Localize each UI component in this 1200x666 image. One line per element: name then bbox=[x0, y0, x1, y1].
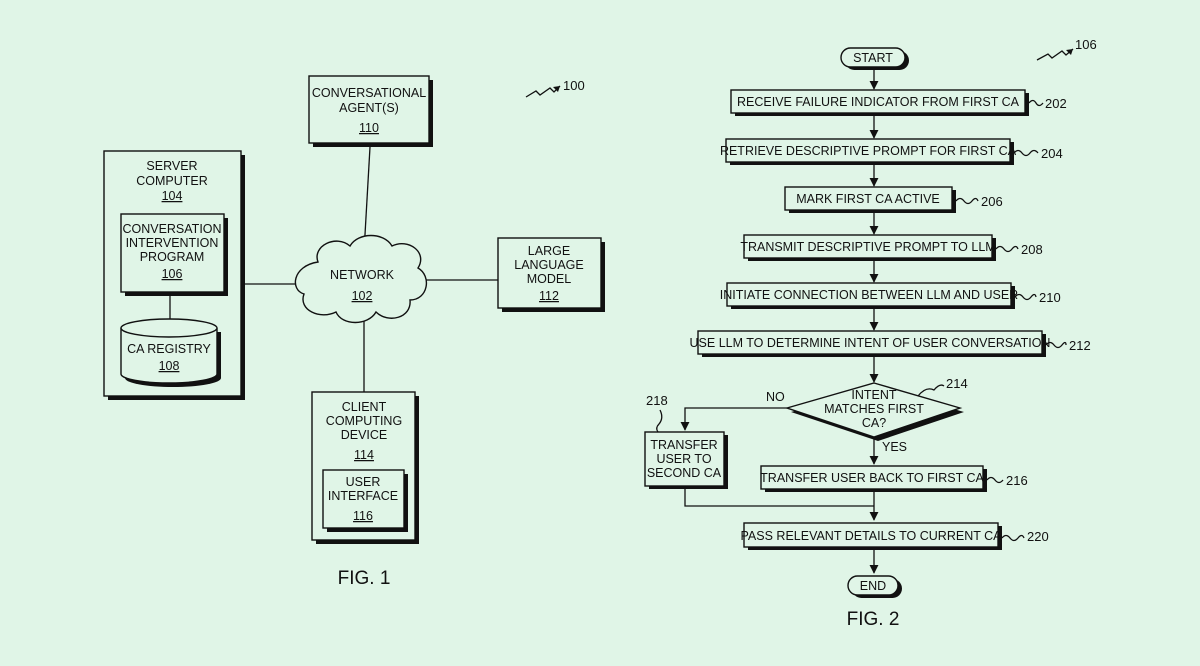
fig2-flowchart: 106 START RECEIVE FAILURE INDICATOR FROM… bbox=[644, 37, 1097, 630]
decision-214: INTENT MATCHES FIRST CA? 214 NO YES bbox=[766, 376, 968, 454]
link-network-agents bbox=[363, 146, 371, 253]
ref-squiggle-106 bbox=[1036, 48, 1074, 61]
ui-number: 116 bbox=[353, 509, 373, 523]
registry-number: 108 bbox=[159, 359, 180, 373]
ref-number-100: 100 bbox=[563, 78, 585, 93]
step-218-number: 218 bbox=[646, 393, 668, 408]
decision-label-2: MATCHES FIRST bbox=[824, 402, 924, 416]
step-216-text: TRANSFER USER BACK TO FIRST CA bbox=[760, 471, 984, 485]
step-208-text: TRANSMIT DESCRIPTIVE PROMPT TO LLM bbox=[740, 240, 995, 254]
fig1-diagram: 100 CONVERSATIONAL AGENT(S) 110 SERVER C… bbox=[103, 75, 605, 589]
step-210-text: INITIATE CONNECTION BETWEEN LLM AND USER bbox=[720, 288, 1018, 302]
network-cloud: NETWORK 102 bbox=[294, 234, 428, 324]
start-terminal: START bbox=[840, 47, 909, 70]
decision-number: 214 bbox=[946, 376, 968, 391]
server-computer-box: SERVER COMPUTER 104 CONVERSATION INTERVE… bbox=[103, 150, 245, 400]
llm-box: LARGE LANGUAGE MODEL 112 bbox=[497, 237, 605, 312]
step-220-text: PASS RELEVANT DETAILS TO CURRENT CA bbox=[741, 529, 1003, 543]
client-label-2: COMPUTING bbox=[326, 414, 402, 428]
step-212-text: USE LLM TO DETERMINE INTENT OF USER CONV… bbox=[690, 336, 1051, 350]
network-number: 102 bbox=[352, 289, 373, 303]
registry-label: CA REGISTRY bbox=[127, 342, 211, 356]
step-220-number: 220 bbox=[1027, 529, 1049, 544]
program-number: 106 bbox=[162, 267, 183, 281]
step-204-number: 204 bbox=[1041, 146, 1063, 161]
ca-registry-cylinder: CA REGISTRY 108 bbox=[120, 318, 221, 387]
client-label-3: DEVICE bbox=[341, 428, 388, 442]
decision-no-label: NO bbox=[766, 390, 785, 404]
fig1-caption: FIG. 1 bbox=[338, 568, 391, 589]
step-206-text: MARK FIRST CA ACTIVE bbox=[796, 192, 940, 206]
ui-label-2: INTERFACE bbox=[328, 489, 398, 503]
step-212-box: USE LLM TO DETERMINE INTENT OF USER CONV… bbox=[690, 330, 1091, 357]
step-202-number: 202 bbox=[1045, 96, 1067, 111]
agents-label-1: CONVERSATIONAL bbox=[312, 86, 426, 100]
step-204-text: RETRIEVE DESCRIPTIVE PROMPT FOR FIRST CA bbox=[720, 144, 1017, 158]
step-204-box: RETRIEVE DESCRIPTIVE PROMPT FOR FIRST CA… bbox=[720, 138, 1063, 165]
step-218-label-3: SECOND CA bbox=[647, 466, 722, 480]
decision-label-1: INTENT bbox=[851, 388, 897, 402]
agents-number: 110 bbox=[359, 121, 379, 135]
step-206-box: MARK FIRST CA ACTIVE 206 bbox=[784, 186, 1003, 213]
step-218-box: TRANSFER USER TO SECOND CA 218 bbox=[644, 393, 728, 489]
step-202-text: RECEIVE FAILURE INDICATOR FROM FIRST CA bbox=[737, 95, 1020, 109]
start-label: START bbox=[853, 51, 893, 65]
program-label-2: INTERVENTION bbox=[126, 236, 219, 250]
server-number: 104 bbox=[162, 189, 183, 203]
decision-yes-label: YES bbox=[882, 440, 907, 454]
step-208-number: 208 bbox=[1021, 242, 1043, 257]
network-label: NETWORK bbox=[330, 268, 395, 282]
server-label-1: SERVER bbox=[146, 159, 197, 173]
llm-label-3: MODEL bbox=[527, 272, 572, 286]
client-number: 114 bbox=[354, 448, 374, 462]
step-206-number: 206 bbox=[981, 194, 1003, 209]
user-interface-box: USER INTERFACE 116 bbox=[322, 469, 408, 532]
ref-number-106: 106 bbox=[1075, 37, 1097, 52]
ref-squiggle-100 bbox=[525, 85, 561, 98]
ui-label-1: USER bbox=[346, 475, 381, 489]
conversational-agents-box: CONVERSATIONAL AGENT(S) 110 bbox=[308, 75, 433, 147]
step-220-box: PASS RELEVANT DETAILS TO CURRENT CA 220 bbox=[741, 522, 1049, 550]
llm-label-1: LARGE bbox=[528, 244, 570, 258]
intervention-program-box: CONVERSATION INTERVENTION PROGRAM 106 bbox=[120, 213, 228, 296]
end-terminal: END bbox=[847, 575, 902, 598]
step-210-number: 210 bbox=[1039, 290, 1061, 305]
program-label-1: CONVERSATION bbox=[122, 222, 221, 236]
step-208-box: TRANSMIT DESCRIPTIVE PROMPT TO LLM 208 bbox=[740, 234, 1043, 261]
client-label-1: CLIENT bbox=[342, 400, 387, 414]
step-216-number: 216 bbox=[1006, 473, 1028, 488]
step-216-box: TRANSFER USER BACK TO FIRST CA 216 bbox=[760, 465, 1028, 492]
line-218-merge bbox=[684, 488, 874, 507]
step-218-label-2: USER TO bbox=[656, 452, 711, 466]
llm-number: 112 bbox=[539, 289, 559, 303]
server-label-2: COMPUTER bbox=[136, 174, 208, 188]
decision-label-3: CA? bbox=[862, 416, 886, 430]
step-202-box: RECEIVE FAILURE INDICATOR FROM FIRST CA … bbox=[730, 89, 1067, 116]
step-218-label-1: TRANSFER bbox=[650, 438, 717, 452]
step-212-number: 212 bbox=[1069, 338, 1091, 353]
agents-label-2: AGENT(S) bbox=[339, 101, 399, 115]
client-device-box: CLIENT COMPUTING DEVICE 114 USER INTERFA… bbox=[311, 391, 419, 544]
fig2-caption: FIG. 2 bbox=[847, 609, 900, 630]
llm-label-2: LANGUAGE bbox=[514, 258, 583, 272]
program-label-3: PROGRAM bbox=[140, 250, 205, 264]
end-label: END bbox=[860, 579, 886, 593]
arrow-no-218 bbox=[680, 407, 787, 431]
step-210-box: INITIATE CONNECTION BETWEEN LLM AND USER… bbox=[720, 282, 1061, 309]
